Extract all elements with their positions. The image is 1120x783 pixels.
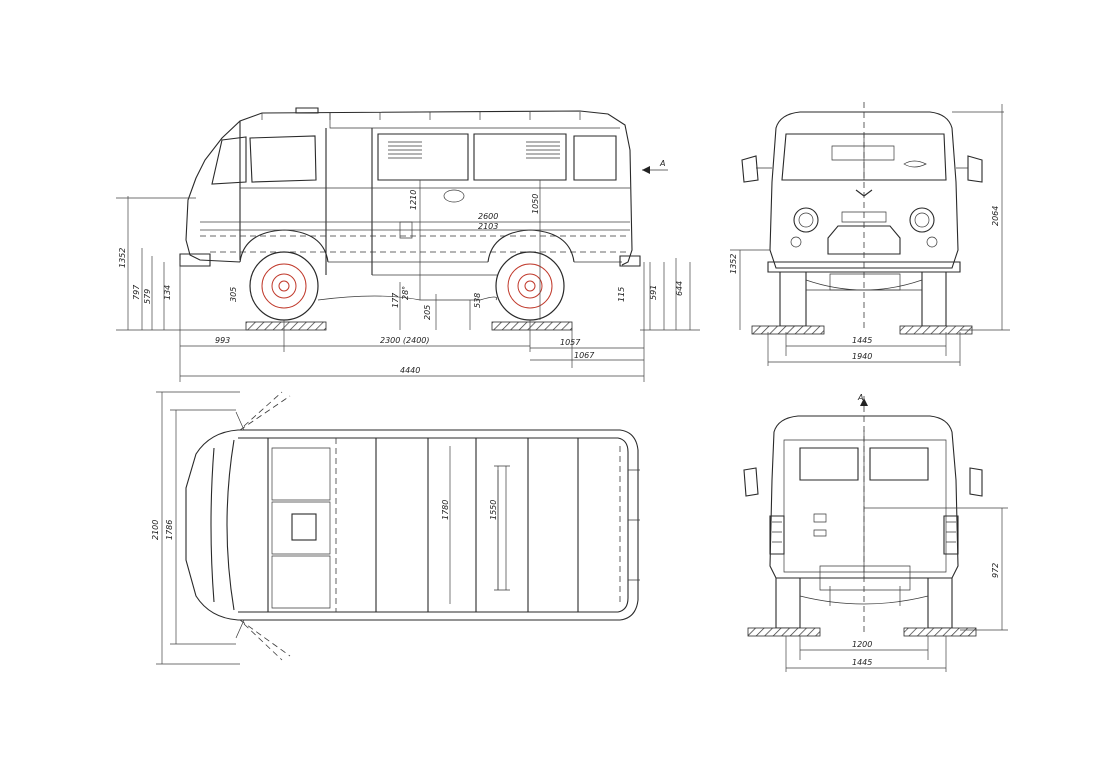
dim-front-overhang: 993	[215, 336, 230, 345]
rear-taillight-right	[943, 515, 959, 555]
front-dim-track: 1445	[852, 336, 872, 345]
front-dim-side-height: 1352	[729, 254, 738, 274]
side-ground-front	[245, 321, 327, 331]
top-body-outline	[185, 429, 639, 621]
dim-h-134: 134	[163, 285, 172, 300]
top-engine-cover	[291, 513, 317, 541]
top-dim-width-2: 1786	[165, 520, 174, 540]
rear-dim-track: 1445	[852, 658, 872, 667]
dim-h-797: 797	[132, 284, 141, 300]
dim-h-305: 305	[229, 287, 238, 302]
rear-window-left	[799, 447, 859, 481]
side-window-2	[473, 133, 567, 181]
top-view: 2100 1786 1780 1550	[151, 391, 640, 665]
top-dim-width-1: 2100	[151, 520, 160, 540]
front-headlight-left	[793, 207, 819, 233]
side-body-outline	[185, 110, 633, 266]
dim-cab-length: 2103	[478, 222, 498, 231]
dim-h-579: 579	[143, 289, 152, 304]
top-dim-inner-2: 1550	[489, 500, 498, 520]
front-mirror-left	[741, 155, 759, 183]
front-dim-height: 2064	[991, 206, 1000, 226]
rear-body-outline	[769, 415, 959, 579]
top-dim-inner-1: 1780	[441, 500, 450, 520]
side-arrow-label: A	[659, 159, 665, 168]
side-front-wheel	[249, 251, 319, 321]
dim-h-538: 538	[473, 293, 482, 308]
side-rear-wheel	[495, 251, 565, 321]
rear-taillight-left	[769, 515, 785, 555]
front-grille	[827, 225, 901, 255]
side-window-1	[377, 133, 469, 181]
rear-arrow-label: A	[857, 393, 863, 402]
side-view: A 993 2300 (2400) 1057 1067 4440 2600 21…	[116, 107, 700, 382]
dim-rear-track: 1057	[560, 338, 581, 347]
dim-wheelbase: 2300 (2400)	[380, 336, 430, 345]
rear-window-right	[869, 447, 929, 481]
side-door-window	[249, 135, 317, 183]
side-ground-rear	[491, 321, 573, 331]
top-seat-left	[271, 447, 331, 501]
dim-h-205: 205	[423, 305, 432, 320]
front-view: 2064 1352 1445 1940	[729, 102, 1010, 366]
top-seat-right	[271, 555, 331, 609]
rear-mirror-left	[743, 467, 759, 497]
front-body-outline	[769, 111, 959, 269]
rear-mirror-right	[969, 467, 983, 497]
front-windshield	[781, 133, 947, 181]
dim-rear-overhang: 1067	[574, 351, 595, 360]
dim-height-1352: 1352	[118, 248, 127, 268]
rear-dim-height: 972	[991, 563, 1000, 578]
front-dim-width: 1940	[852, 352, 872, 361]
dim-mid-1210: 1210	[409, 190, 418, 210]
dim-h-115: 115	[617, 287, 626, 302]
dim-mid-1050: 1050	[531, 194, 540, 214]
dim-h-591: 591	[649, 285, 658, 300]
rear-view: A 972 1200 1445	[743, 393, 1008, 672]
dim-overall-length: 4440	[400, 366, 420, 375]
dim-h-177: 177	[391, 292, 400, 308]
rear-dim-inner: 1200	[852, 640, 872, 649]
front-mirror-right	[967, 155, 983, 183]
front-headlight-right	[909, 207, 935, 233]
dim-h-644: 644	[675, 281, 684, 296]
side-window-3	[573, 135, 617, 181]
dim-angle: 28°	[401, 286, 410, 300]
dim-body-length: 2600	[478, 212, 498, 221]
